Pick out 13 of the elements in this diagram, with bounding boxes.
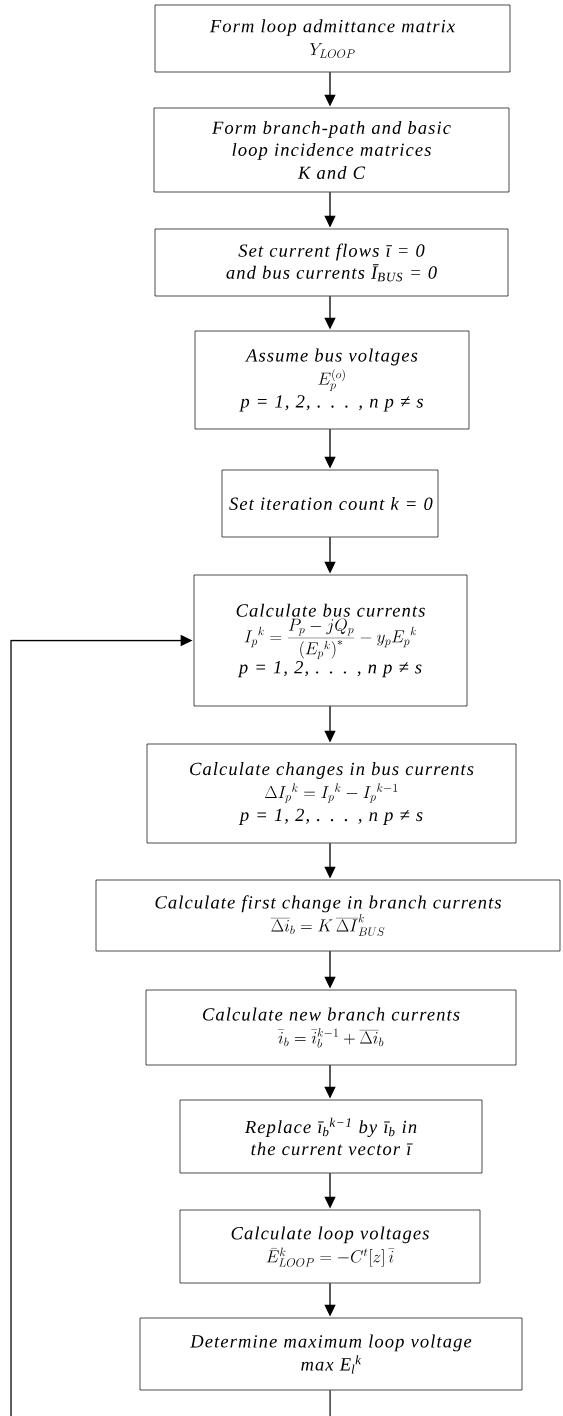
process-box: Set current flows ī = 0 and bus currents Ī$_{BUS}$ = 0 bbox=[154, 228, 509, 297]
process-box: Form branch-path and basic loop incidence matrices K and C bbox=[153, 107, 510, 193]
process-box: Calculate first change in branch currents $\overline{\Delta i}_b = K\,\overline{\Delta I}^{k}_{BUS}$ bbox=[95, 879, 561, 952]
process-box: Calculate bus currents $I_p{}^{k} = \frac{P_p - jQ_p}{\left(E_p{}^{k}\right)^{*}} - y_p E_p{}^{k}$ p = 1, 2, . . . , n p ≠ s bbox=[193, 574, 468, 707]
line bbox=[329, 1389, 331, 1416]
process-box: Determine maximum loop voltage max E$_{l}$k bbox=[139, 1317, 523, 1391]
process-box: Calculate changes in bus currents $\Delta I_p{}^{k} = I_p{}^{k} - I_p{}^{k-1}$ p = 1, 2, . . . , n p ≠ s bbox=[146, 743, 517, 844]
process-box: Form loop admittance matrix $Y_{LOOP}$ bbox=[154, 4, 511, 73]
process-box: Assume bus voltages $E_p^{(o)}$ p = 1, 2, . . . , n p ≠ s bbox=[194, 330, 470, 430]
process-box: Calculate new branch currents $\bar{i}_b = \bar{i}_b^{k-1} + \overline{\Delta i}_b$ bbox=[145, 989, 517, 1066]
process-box: Calculate loop voltages $\bar{E}^{k}_{LOOP} = -C^{t}[z]\,\bar{i}$ bbox=[179, 1209, 481, 1284]
process-box: Replace ī$_{b}$$^{k−1}$ by ī$_{b}$ in the current vector ī bbox=[179, 1099, 483, 1174]
process-box: Set iteration count k = 0 bbox=[221, 469, 439, 538]
